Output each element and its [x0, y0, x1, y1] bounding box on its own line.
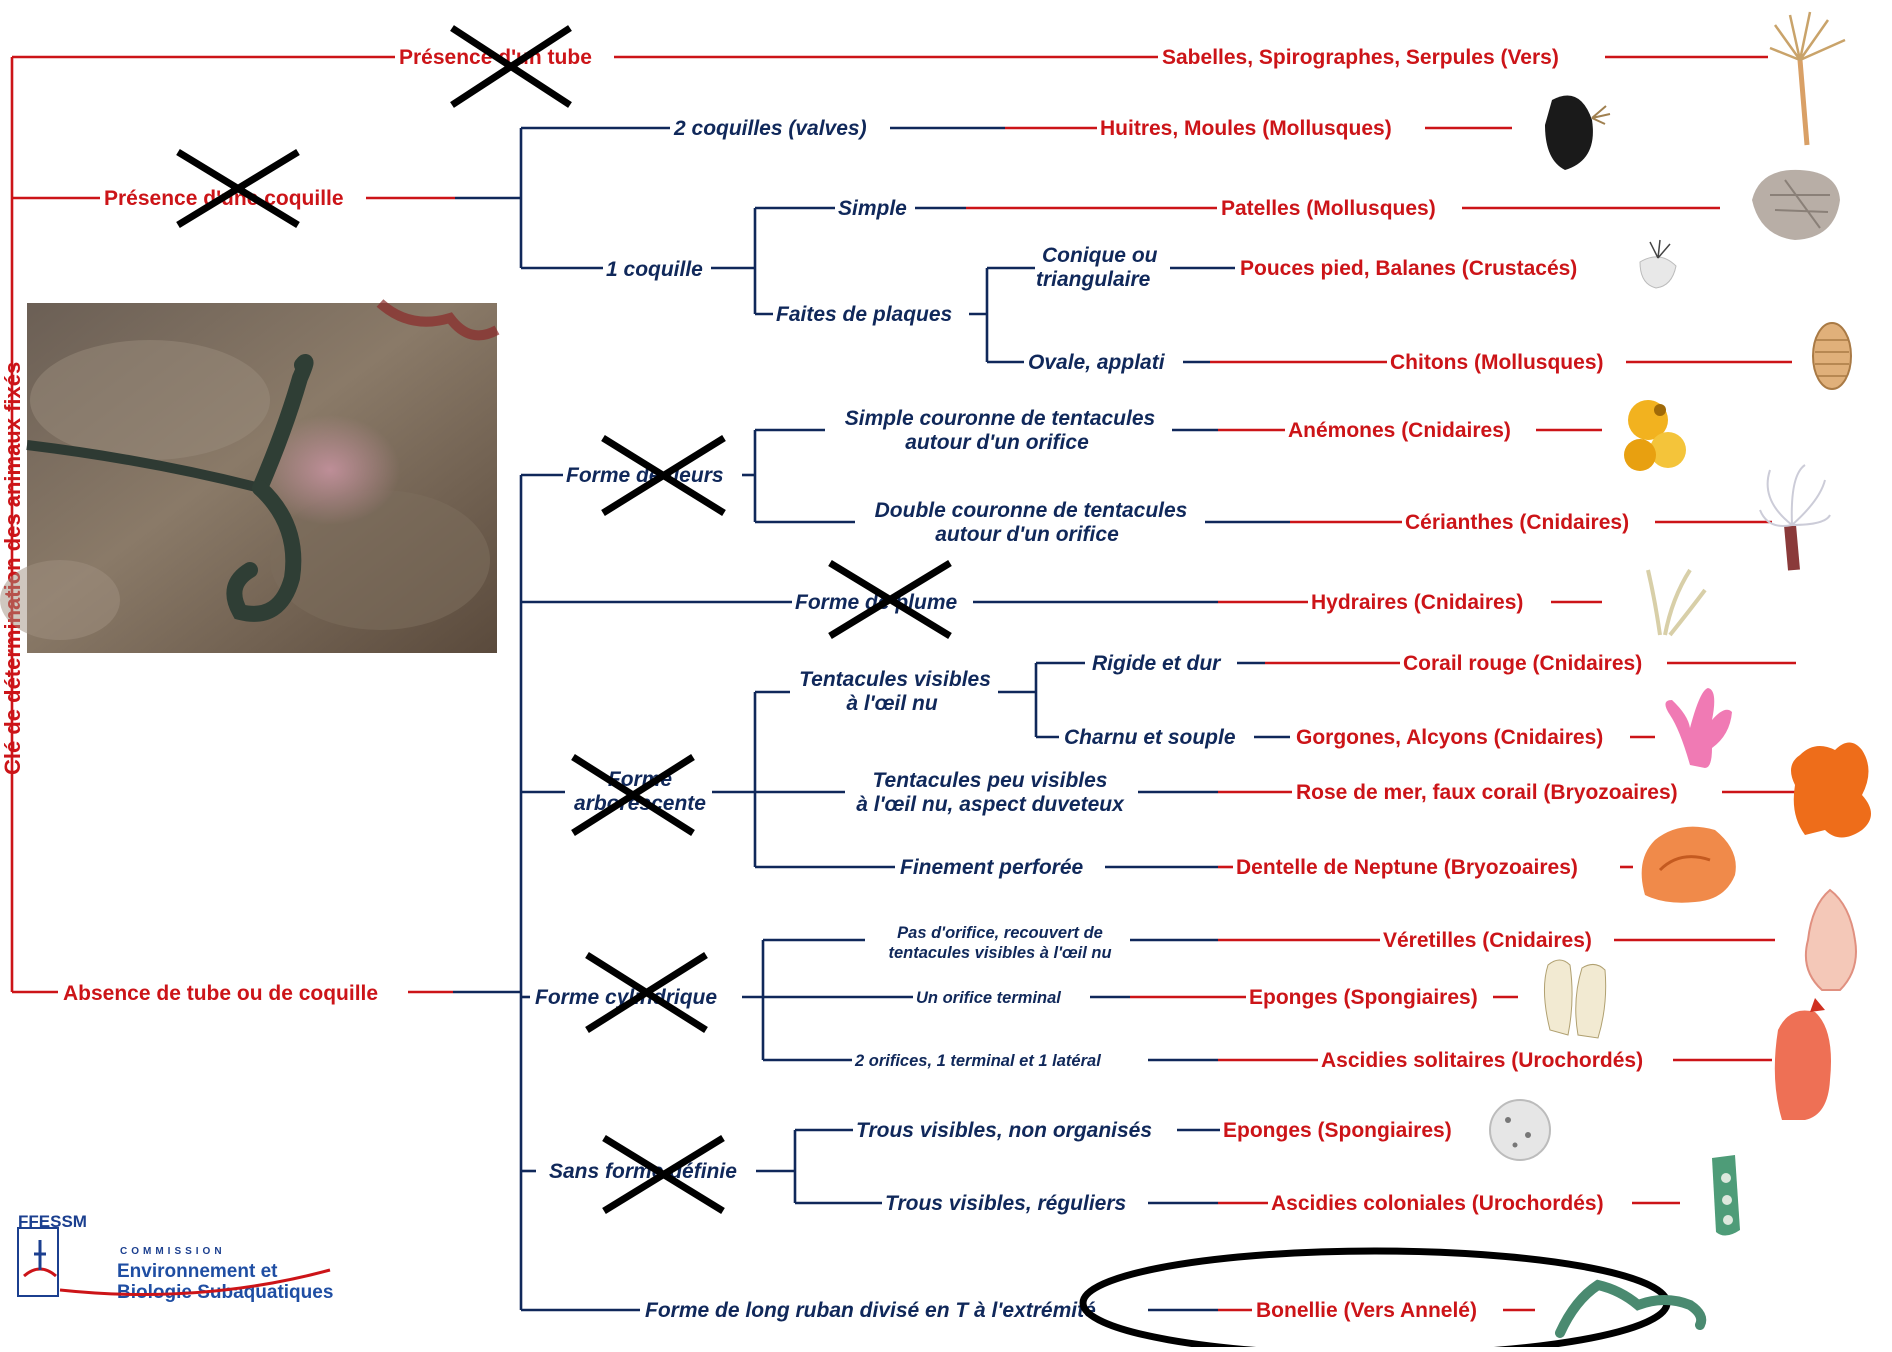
node-deux-orifices: 2 orifices, 1 terminal et 1 latéral — [854, 1052, 1101, 1070]
node-double-couronne-2: autour d'un orifice — [935, 523, 1119, 546]
result-veretilles: Véretilles (Cnidaires) — [1383, 929, 1592, 952]
result-cerianthes: Cérianthes (Cnidaires) — [1405, 511, 1629, 534]
node-charnu: Charnu et souple — [1064, 726, 1236, 749]
bonellie-underwater-photo — [0, 303, 497, 653]
vertical-title: Clé de détermination des animaux fixés — [0, 362, 25, 775]
result-huitres: Huitres, Moules (Mollusques) — [1100, 117, 1392, 140]
result-eponges-1: Eponges (Spongiaires) — [1249, 986, 1478, 1009]
result-eponges-2: Eponges (Spongiaires) — [1223, 1119, 1452, 1142]
ascidie-coloniale-icon — [1712, 1155, 1740, 1236]
eponge-icon — [1544, 960, 1605, 1038]
node-tentacules-visibles-2: à l'œil nu — [846, 692, 937, 715]
alcyon-icon — [1665, 688, 1732, 768]
dentelle-icon — [1642, 827, 1736, 903]
result-pouces-pied: Pouces pied, Balanes (Crustacés) — [1240, 257, 1577, 280]
node-double-couronne-1: Double couronne de tentacules — [875, 499, 1188, 522]
result-corail-rouge: Corail rouge (Cnidaires) — [1403, 652, 1642, 675]
node-absence: Absence de tube ou de coquille — [63, 982, 378, 1005]
logo-commission: COMMISSION — [120, 1246, 226, 1257]
logo-brand: FFESSM — [18, 1212, 87, 1231]
ffessm-logo: FFESSM COMMISSION Environnement et Biolo… — [18, 1212, 333, 1303]
node-tentacules-peu-2: à l'œil nu, aspect duveteux — [856, 793, 1125, 816]
result-ascidies-solitaires: Ascidies solitaires (Urochordés) — [1321, 1049, 1643, 1072]
node-un-orifice: Un orifice terminal — [916, 989, 1061, 1007]
node-simple-couronne-2: autour d'un orifice — [905, 431, 1089, 454]
node-une-coquille: 1 coquille — [606, 258, 703, 281]
node-conique-1: Conique ou — [1042, 244, 1158, 267]
sabelle-icon — [1770, 12, 1845, 145]
node-pas-orifice-2: tentacules visibles à l'œil nu — [888, 944, 1111, 962]
eponge-boule-icon — [1490, 1100, 1550, 1160]
node-finement: Finement perforée — [900, 856, 1084, 879]
node-rigide: Rigide et dur — [1092, 652, 1222, 675]
node-simple: Simple — [838, 197, 907, 220]
result-hydraires: Hydraires (Cnidaires) — [1311, 591, 1523, 614]
result-anemones: Anémones (Cnidaires) — [1288, 419, 1511, 442]
balane-icon — [1640, 240, 1676, 288]
result-dentelle: Dentelle de Neptune (Bryozoaires) — [1236, 856, 1578, 879]
rose-de-mer-icon — [1791, 743, 1871, 838]
node-long-ruban: Forme de long ruban divisé en T à l'extr… — [645, 1299, 1096, 1322]
node-conique-2: triangulaire — [1036, 268, 1151, 291]
result-bonellie: Bonellie (Vers Annelé) — [1256, 1299, 1477, 1322]
node-ovale: Ovale, applati — [1028, 351, 1166, 374]
logo-line-1: Environnement et — [117, 1261, 278, 1282]
node-tentacules-peu-1: Tentacules peu visibles — [873, 769, 1108, 792]
result-rose-de-mer: Rose de mer, faux corail (Bryozoaires) — [1296, 781, 1678, 804]
anemone-icon — [1624, 400, 1686, 471]
chiton-icon — [1813, 323, 1851, 389]
result-sabelles: Sabelles, Spirographes, Serpules (Vers) — [1162, 46, 1559, 69]
logo-line-2: Biologie Subaquatiques — [117, 1282, 333, 1303]
node-labels: Présence d'un tube Présence d'une coquil… — [63, 46, 1236, 1322]
result-patelles: Patelles (Mollusques) — [1221, 197, 1436, 220]
node-pas-orifice-1: Pas d'orifice, recouvert de — [897, 924, 1103, 942]
node-trous-reguliers: Trous visibles, réguliers — [885, 1192, 1126, 1215]
node-faites-plaques: Faites de plaques — [776, 303, 952, 326]
moule-icon — [1545, 96, 1610, 171]
node-deux-coquilles: 2 coquilles (valves) — [673, 117, 867, 140]
ascidie-icon — [1775, 998, 1831, 1120]
result-gorgones: Gorgones, Alcyons (Cnidaires) — [1296, 726, 1603, 749]
cerianthe-icon — [1760, 465, 1830, 570]
node-trous-non-organises: Trous visibles, non organisés — [856, 1119, 1152, 1142]
node-simple-couronne-1: Simple couronne de tentacules — [845, 407, 1155, 430]
result-chitons: Chitons (Mollusques) — [1390, 351, 1604, 374]
result-ascidies-coloniales: Ascidies coloniales (Urochordés) — [1271, 1192, 1604, 1215]
hydraire-icon — [1648, 570, 1705, 635]
node-tentacules-visibles-1: Tentacules visibles — [799, 668, 991, 691]
veretille-icon — [1806, 890, 1856, 990]
patelle-icon — [1752, 170, 1840, 240]
